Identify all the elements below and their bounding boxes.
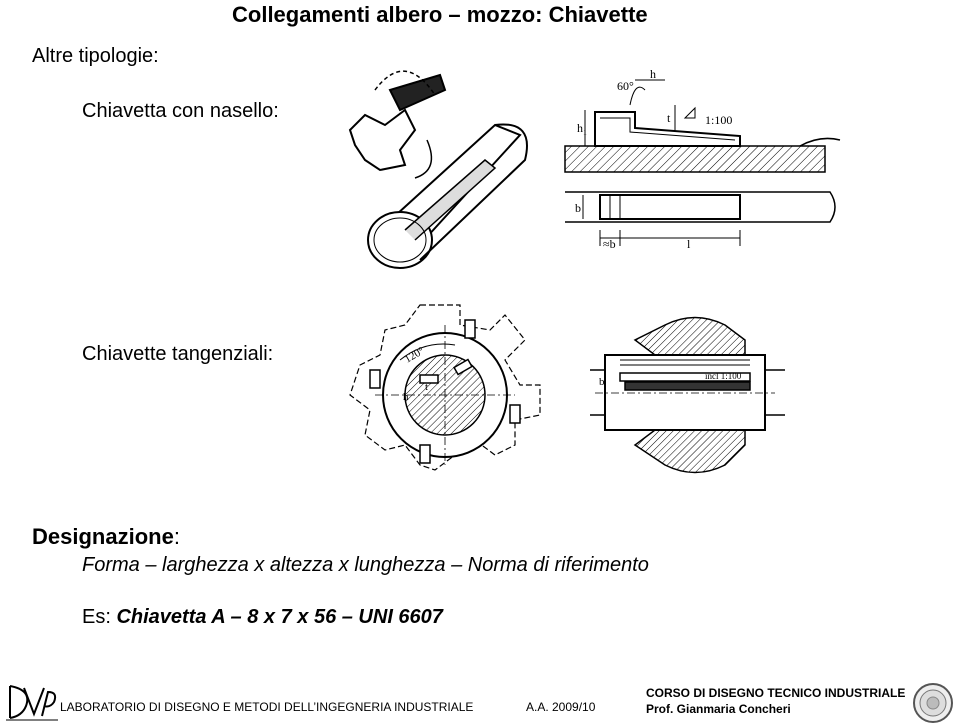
shaft-3d-sketch: [367, 123, 528, 269]
footer-course: CORSO DI DISEGNO TECNICO INDUSTRIALE: [646, 686, 906, 700]
designation-colon: :: [173, 524, 180, 549]
dim-l-label: l: [687, 237, 691, 251]
designation-format: Forma – larghezza x altezza x lunghezza …: [82, 554, 649, 576]
footer-professor: Prof. Gianmaria Concheri: [646, 702, 791, 716]
university-seal: [913, 683, 953, 723]
example-value: Chiavetta A – 8 x 7 x 56 – UNI 6607: [116, 606, 443, 628]
designation-label: Designazione: [32, 524, 174, 549]
dim-t-label: t: [667, 111, 671, 125]
figure-tangential-keys: 120° h t b incl 1:100: [349, 304, 785, 474]
section-label: Altre tipologie:: [32, 45, 159, 67]
figure-gib-head-key: h 60° h₁ t 1:100 b ≈b l: [348, 67, 841, 269]
taper-label: 1:100: [705, 113, 732, 127]
dim-angle-label: 60°: [617, 79, 634, 93]
example-prefix: Es:: [82, 606, 117, 628]
dim-b-label: b: [575, 201, 581, 215]
designation-example: Es: Chiavetta A – 8 x 7 x 56 – UNI 6607: [82, 606, 443, 629]
side-section-view: [564, 79, 841, 173]
dim-t-label-2: t: [425, 381, 428, 393]
footer-lab: LABORATORIO DI DISEGNO E METODI DELL’ING…: [60, 700, 474, 714]
dim-h1-label: h₁: [577, 121, 587, 135]
item-label-nasello: Chiavetta con nasello:: [82, 100, 279, 122]
item-label-tangenziali: Chiavette tangenziali:: [82, 343, 274, 365]
dim-h-label-2: h: [403, 391, 409, 403]
cutter-sketch: [348, 70, 447, 179]
cross-section-view: [349, 304, 541, 471]
designation-heading: Designazione:: [32, 524, 180, 550]
taper-label-2: incl 1:100: [705, 371, 742, 381]
top-view: [565, 191, 836, 246]
footer-year: A.A. 2009/10: [526, 700, 596, 714]
dim-b-label-2: b: [599, 376, 605, 388]
longitudinal-section-view: [590, 316, 785, 474]
dim-h-label: h: [650, 67, 656, 81]
lab-logo: [6, 685, 58, 721]
slide-title: Collegamenti albero – mozzo: Chiavette: [232, 2, 648, 27]
dim-approx-b-label: ≈b: [603, 237, 616, 251]
